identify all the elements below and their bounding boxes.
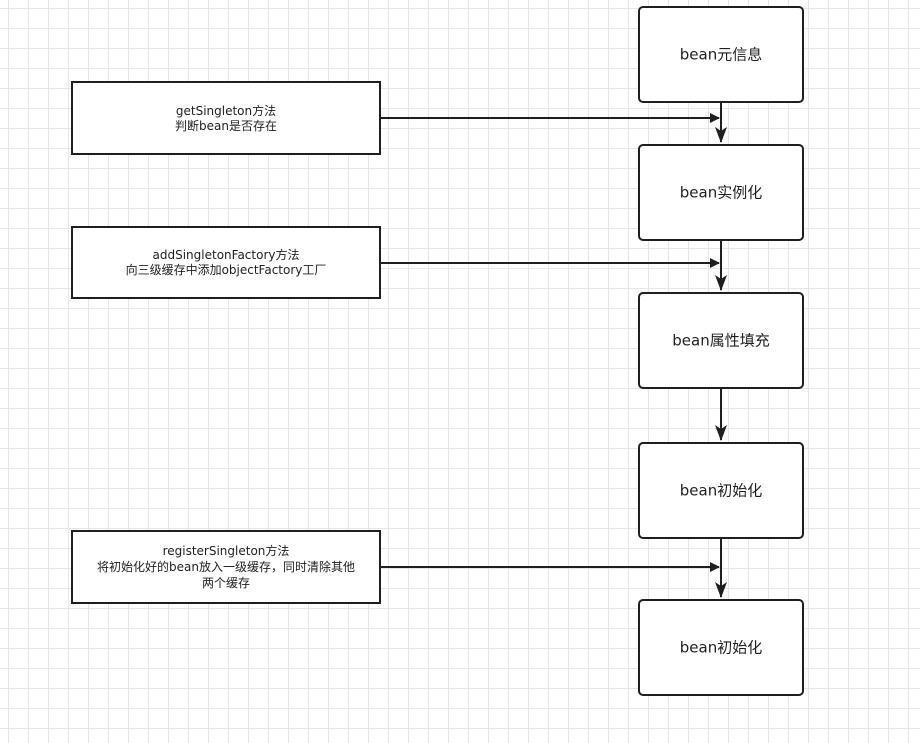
note-register-singleton[interactable]: registerSingleton方法 将初始化好的bean放入一级缓存，同时清… xyxy=(71,530,381,604)
note-line: 两个缓存 xyxy=(202,576,250,590)
note-get-singleton[interactable]: getSingleton方法 判断bean是否存在 xyxy=(71,81,381,155)
note-add-singleton-factory[interactable]: addSingletonFactory方法 向三级缓存中添加objectFact… xyxy=(71,226,381,299)
flow-step-label: bean初始化 xyxy=(680,482,762,500)
note-line: registerSingleton方法 xyxy=(163,543,290,558)
note-line: addSingletonFactory方法 xyxy=(153,247,300,262)
note-line: 将初始化好的bean放入一级缓存，同时清除其他 xyxy=(97,559,355,574)
flow-step-bean-metadata[interactable]: bean元信息 xyxy=(638,6,804,103)
flow-step-label: bean实例化 xyxy=(680,184,762,202)
flow-step-bean-instantiation[interactable]: bean实例化 xyxy=(638,144,804,241)
flow-step-bean-property-population[interactable]: bean属性填充 xyxy=(638,292,804,389)
note-line: 向三级缓存中添加objectFactory工厂 xyxy=(126,262,327,277)
flow-step-label: bean元信息 xyxy=(680,46,762,64)
flow-step-label: bean属性填充 xyxy=(672,332,769,350)
note-line: getSingleton方法 xyxy=(176,103,276,118)
flow-step-bean-initialization-final[interactable]: bean初始化 xyxy=(638,599,804,696)
flow-step-bean-initialization[interactable]: bean初始化 xyxy=(638,442,804,539)
note-line: 判断bean是否存在 xyxy=(175,118,277,133)
flow-step-label: bean初始化 xyxy=(680,639,762,657)
